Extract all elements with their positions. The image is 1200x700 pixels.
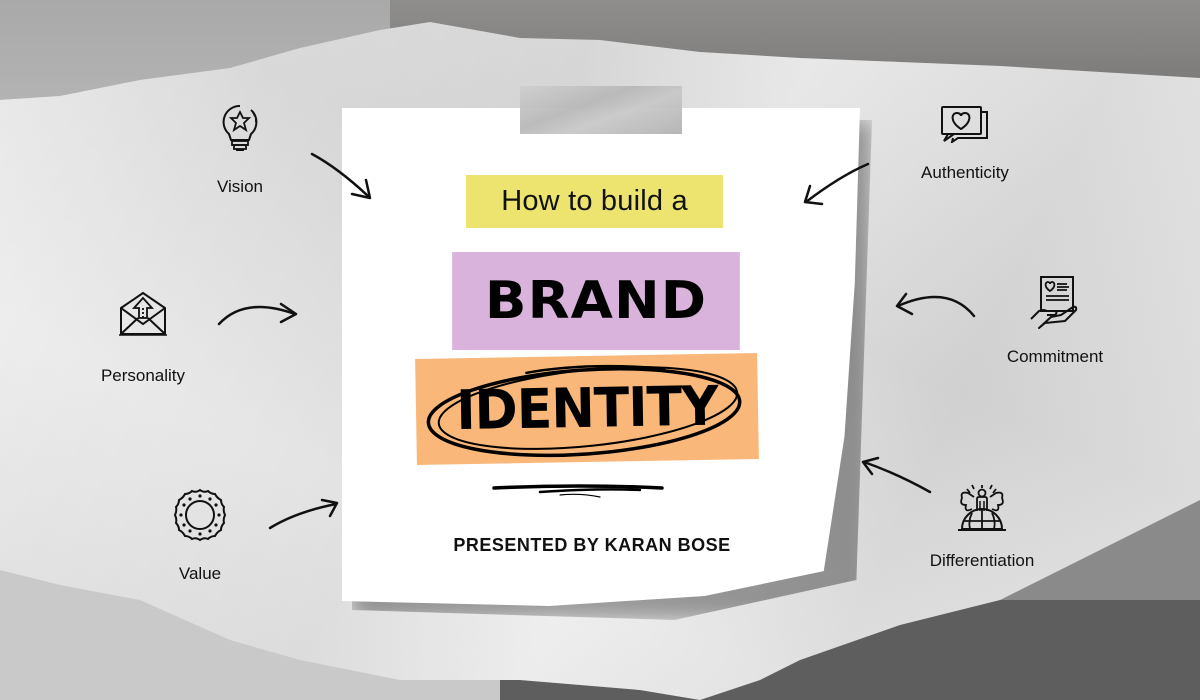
- lightbulb-star-icon: [222, 104, 258, 151]
- pillar-label: Differentiation: [929, 551, 1035, 570]
- arrow-differentiation-to-note-icon: [861, 456, 932, 494]
- pillar-label: Commitment: [1006, 347, 1104, 366]
- pillar-label: Value: [178, 564, 222, 583]
- pillar-vision: Vision: [195, 103, 285, 197]
- pillar-label: Authenticity: [921, 163, 1009, 182]
- badge-seal-icon: [173, 488, 227, 542]
- title-line-brand: BRAND: [452, 252, 740, 350]
- arrow-commitment-to-note-icon: [895, 292, 976, 318]
- pillar-value: Value: [165, 488, 235, 584]
- arrow-authenticity-to-note-icon: [803, 162, 870, 206]
- scribble-underline-icon: [492, 484, 664, 498]
- chat-heart-icon: [941, 106, 988, 143]
- pillar-personality: Personality: [88, 290, 198, 386]
- tape-strip: [520, 86, 682, 134]
- arrow-vision-to-note-icon: [310, 152, 372, 200]
- arrow-value-to-note-icon: [268, 498, 339, 530]
- pillar-differentiation: Differentiation: [912, 483, 1052, 571]
- arrow-personality-to-note-icon: [217, 302, 298, 326]
- presenter-credit: PRESENTED BY KARAN BOSE: [453, 535, 731, 555]
- pillar-label: Vision: [217, 177, 263, 196]
- scribble-circle-icon: [426, 364, 742, 458]
- title-line-how-to-build: How to build a: [466, 175, 723, 228]
- envelope-arrow-icon: [119, 291, 167, 336]
- pillar-commitment: Commitment: [990, 275, 1120, 367]
- pillar-label: Personality: [100, 366, 186, 385]
- hand-document-heart-icon: [1030, 276, 1078, 329]
- person-globe-icon: [958, 484, 1006, 531]
- pillar-authenticity: Authenticity: [900, 105, 1030, 183]
- title-line-identity-block: IDENTITY: [415, 353, 759, 465]
